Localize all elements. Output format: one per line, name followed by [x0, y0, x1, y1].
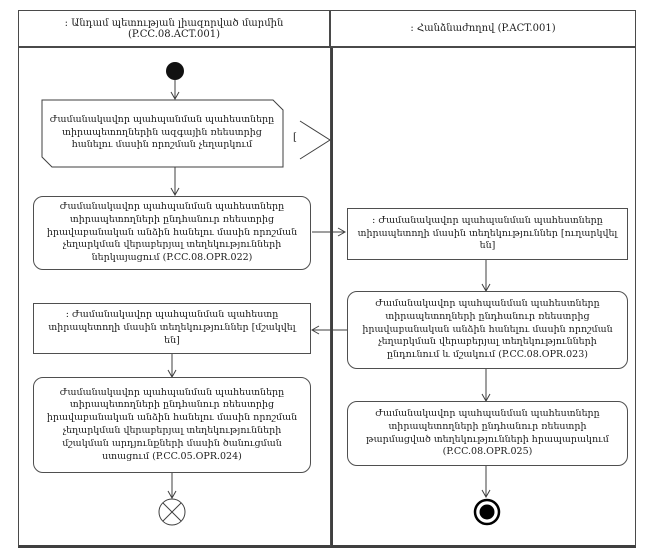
lane-title: : Անդամ պետության լիազորված մարմին (P.CC…	[64, 17, 284, 40]
action-submit-cancellation-info-opr022: Ժամանակավոր պահպանման պահեստները տիրապետ…	[33, 196, 311, 270]
connector-label: [	[293, 132, 297, 143]
action-cancel-removal-decision: Ժամանակավոր պահպանման պահեստները տիրապետ…	[49, 113, 275, 151]
lane-body-commission	[330, 47, 636, 548]
action-receive-process-cancellation-info-opr023: Ժամանակավոր պահպանման պահեստները տիրապետ…	[347, 291, 628, 369]
action-receive-notification-results-opr024: Ժամանակավոր պահպանման պահեստները տիրապետ…	[33, 377, 311, 473]
lane-header-commission: : Հանձնաժողով (P.ACT.001)	[330, 10, 636, 47]
lane-header-member-state-authority: : Անդամ պետության լիազորված մարմին (P.CC…	[18, 10, 330, 47]
lane-title: : Հանձնաժողով (P.ACT.001)	[410, 23, 556, 34]
object-warehouse-keeper-info-sent: : Ժամանակավոր պահպանման պահեստները տիրապ…	[347, 208, 628, 260]
lane-body-member-state-authority	[18, 47, 333, 548]
action-publish-updated-registry-info-opr025: Ժամանակավոր պահպանման պահեստները տիրապետ…	[347, 401, 628, 466]
object-warehouse-keeper-info-processed: : Ժամանակավոր պահպանման պահեստը տիրապետո…	[33, 303, 311, 354]
